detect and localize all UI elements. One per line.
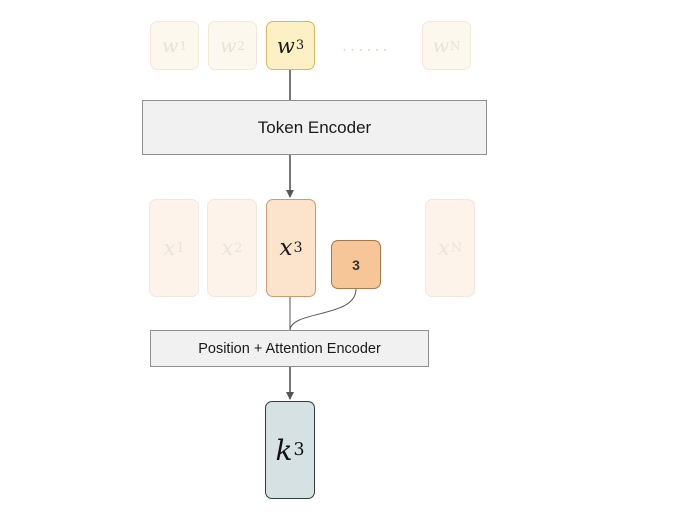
word-token-3-sub: 3	[295, 38, 305, 53]
attention-encoder-box: Position + Attention Encoder	[150, 330, 429, 367]
position-label: 3	[352, 256, 360, 273]
word-token-2-sub: 2	[237, 38, 245, 53]
embedding-2-sub: 2	[234, 240, 243, 256]
position-box: 3	[331, 240, 381, 289]
token-encoder-box: Token Encoder	[142, 100, 487, 155]
embedding-n-sub: N	[450, 240, 463, 256]
word-token-1-sub: 1	[179, 38, 187, 53]
embedding-1-base: x	[163, 236, 176, 260]
embedding-2-base: x	[221, 236, 234, 260]
embedding-3-sub: 3	[293, 240, 303, 256]
embedding-1-sub: 1	[176, 240, 185, 256]
token-encoder-label: Token Encoder	[257, 117, 372, 137]
word-token-2-base: w	[220, 34, 237, 57]
word-ellipsis: ......	[342, 36, 391, 55]
word-token-3-base: w	[276, 33, 295, 58]
curve-position-to-attention-encoder	[289, 288, 357, 331]
key-output-sub: 3	[293, 440, 305, 460]
word-token-n-base: w	[432, 34, 449, 57]
word-token-1-base: w	[162, 34, 179, 57]
attention-encoder-label: Position + Attention Encoder	[198, 340, 381, 357]
word-token-n-sub: N	[449, 38, 461, 53]
embedding-3-base: x	[279, 235, 293, 261]
key-output-base: k	[275, 433, 293, 467]
embedding-n-base: x	[437, 236, 450, 260]
